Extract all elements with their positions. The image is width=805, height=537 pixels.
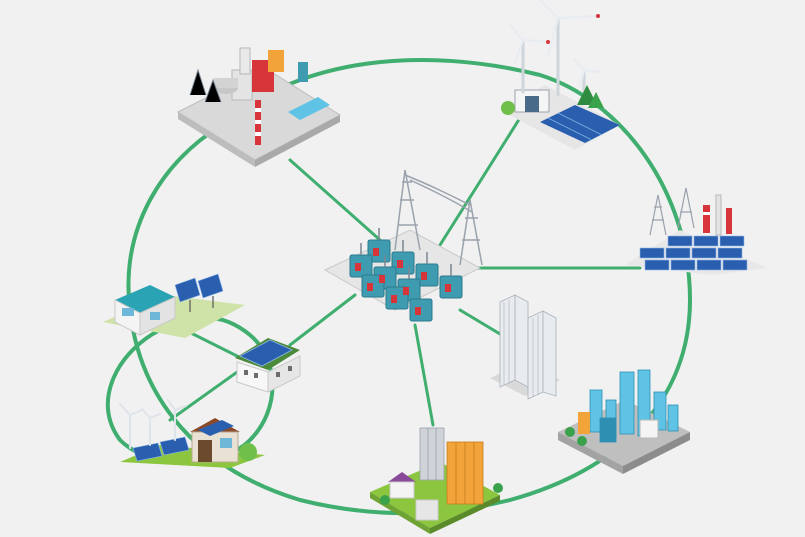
link-wind-farm [438, 108, 527, 247]
house-solar-icon [103, 273, 245, 338]
link-power-plant [288, 158, 382, 242]
link-house-wind [168, 368, 242, 422]
wind-turbine-icon [500, 0, 620, 150]
spoke-links [168, 108, 642, 427]
city-skyline-icon [558, 369, 690, 474]
power-plant-icon [176, 47, 341, 167]
house-rooftop-solar-icon [235, 338, 301, 393]
substation-icon [323, 169, 483, 322]
link-town [413, 323, 435, 427]
house-wind-solar-icon [119, 399, 265, 468]
office-tower-icon [490, 294, 560, 400]
link-house-solar [183, 328, 247, 362]
link-rooftop-house [288, 293, 357, 347]
solar-plant-icon [625, 187, 768, 275]
town-icon [370, 427, 503, 534]
